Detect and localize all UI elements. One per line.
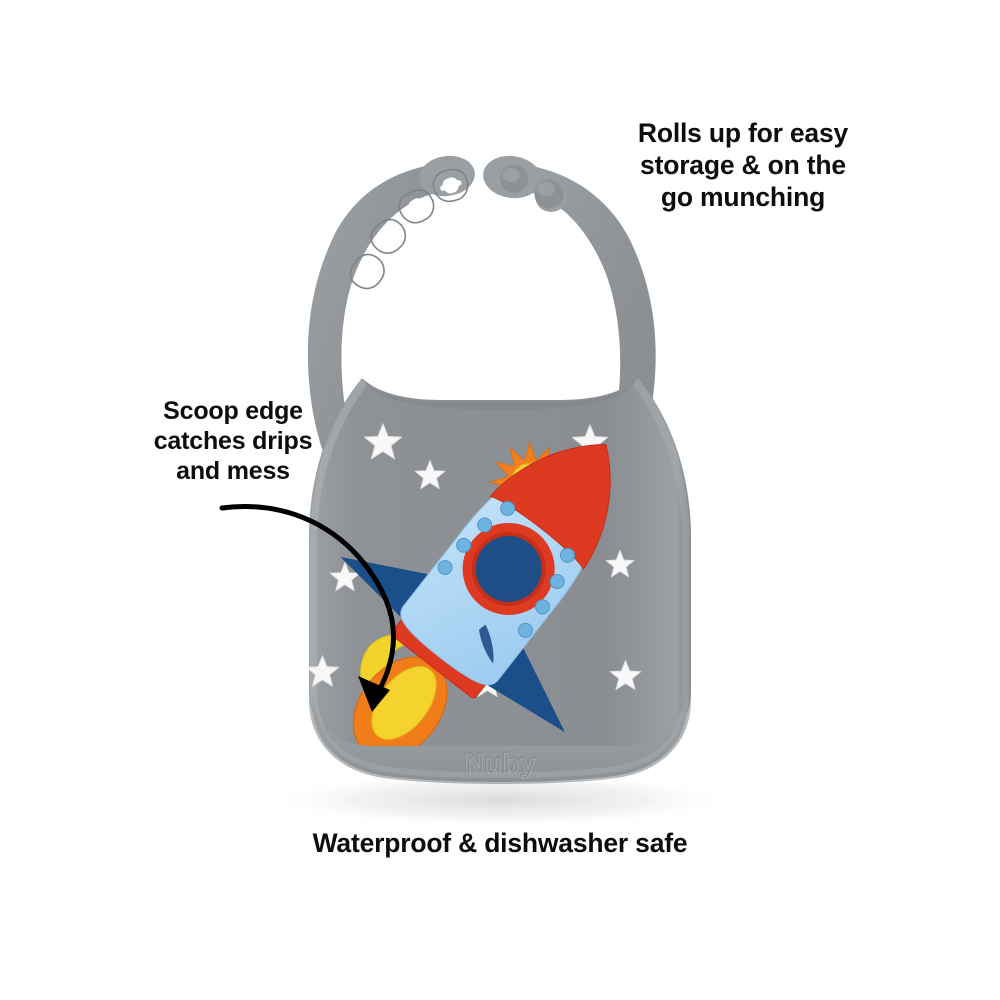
rocket-icon [340,443,611,748]
bib-decoration [309,423,642,748]
product-shadow [260,772,740,828]
neck-buttonholes[interactable] [345,165,472,294]
scoop-pointer-arrow [219,504,396,712]
rocket-porthole [462,522,555,615]
brand-logo-nuby: Nuby Nuby [463,747,537,780]
callout-waterproof: Waterproof & dishwasher safe [312,828,688,858]
rocket-rivets [437,501,575,638]
svg-text:Nuby: Nuby [465,749,537,779]
rocket-flame [352,656,448,748]
neck-buttons[interactable] [500,165,567,212]
scoop-pocket: Nuby Nuby [309,688,691,784]
svg-text:Nuby: Nuby [464,748,536,778]
callout-scoop-edge: Scoop edge catches drips and mess [153,397,313,485]
callout-rolls-up: Rolls up for easy storage & on the go mu… [637,118,849,212]
